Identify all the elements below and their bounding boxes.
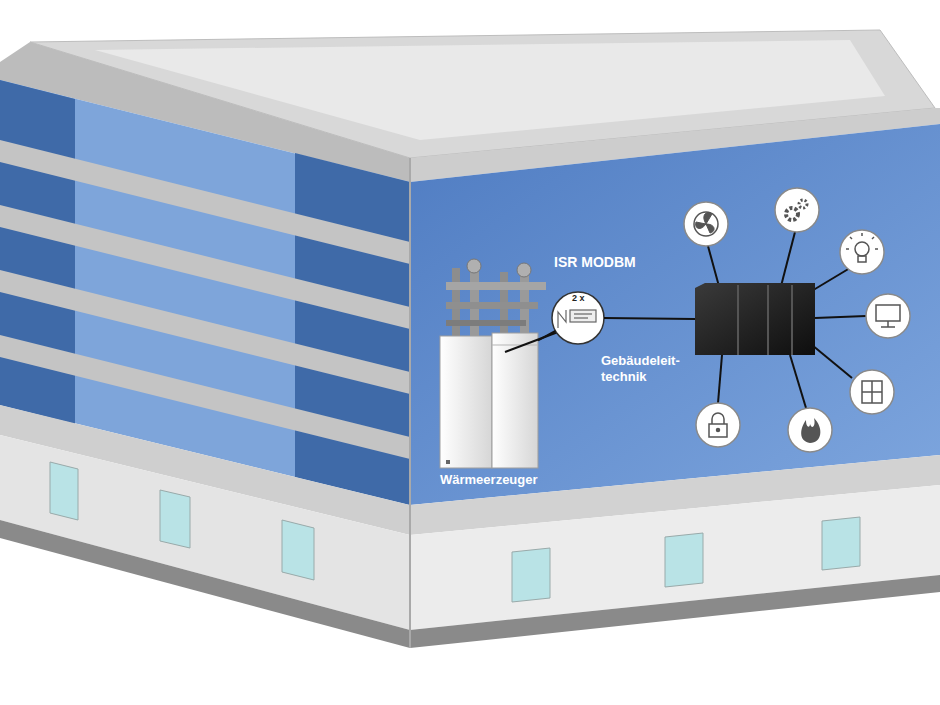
window-icon: [862, 381, 882, 403]
boiler-label: Wärmeerzeuger: [440, 472, 538, 487]
boiler-drawing: [440, 259, 546, 468]
icon-circles: [684, 188, 910, 452]
server-rack: [695, 283, 815, 355]
boiler-node: Wärmeerzeuger: [440, 262, 538, 468]
isr-module-symbol: [558, 310, 596, 328]
fan-icon: [694, 212, 718, 236]
count-label: 2 x: [572, 293, 624, 303]
isr-circle-node: ISR MODBM2 x: [552, 292, 604, 344]
gears-icon: [786, 200, 807, 220]
fire-icon: [801, 418, 820, 443]
icon-glyphs: [694, 200, 900, 443]
lock-icon: [709, 413, 727, 437]
monitor-icon: [876, 305, 900, 327]
bulb-icon: [846, 233, 878, 262]
connector-line: [538, 331, 556, 340]
connector-line: [604, 318, 695, 319]
isr-heading: ISR MODBM: [554, 254, 606, 270]
control-label: Gebäudeleit- technik: [601, 353, 693, 385]
building-control-node: Gebäudeleit- technik: [695, 283, 815, 355]
